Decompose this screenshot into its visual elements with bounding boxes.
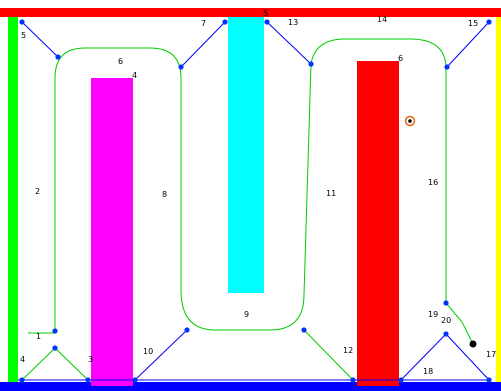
graph-node	[52, 345, 58, 351]
target-circle-icon	[404, 115, 416, 127]
graph-node	[443, 331, 449, 337]
graph-node	[85, 377, 91, 383]
obstacle-red	[357, 61, 399, 386]
region-label-16: 16	[428, 178, 438, 187]
graph-node	[55, 54, 61, 60]
region-label-10: 10	[143, 347, 153, 356]
region-label-20: 20	[441, 316, 451, 325]
obstacle-label-magenta: 4	[132, 71, 137, 80]
graph-edge	[445, 333, 490, 381]
path-loop-left	[54, 47, 312, 331]
graph-edge	[180, 21, 226, 68]
graph-edge	[446, 21, 490, 68]
right-wall	[496, 17, 501, 382]
planned-path	[21, 38, 474, 381]
graph-node	[486, 377, 492, 383]
region-label-9: 9	[244, 310, 249, 319]
top-wall	[0, 8, 501, 17]
obstacle-label-red: 6	[398, 54, 403, 63]
region-label-11: 11	[326, 189, 336, 198]
bottom-wall	[0, 382, 501, 391]
graph-edge	[400, 333, 447, 381]
graph-edge	[134, 329, 188, 381]
graph-node	[222, 19, 228, 25]
region-label-7: 7	[201, 19, 206, 28]
region-label-19: 19	[428, 310, 438, 319]
graph-edges	[18, 21, 490, 381]
region-label-14: 14	[377, 15, 387, 24]
region-label-4: 4	[20, 355, 25, 364]
region-label-18: 18	[423, 367, 433, 376]
graph-edge	[21, 21, 59, 58]
obstacle-cyan	[228, 17, 264, 293]
graph-node	[132, 377, 138, 383]
graph-edge	[266, 21, 312, 65]
graph-node	[301, 327, 307, 333]
path-bottom-mid	[303, 329, 354, 381]
robot-dot-icon	[469, 340, 477, 348]
obstacle-label-cyan: 5	[263, 9, 268, 18]
graph-node	[178, 64, 184, 70]
region-label-5: 5	[21, 31, 26, 40]
graph-node	[398, 377, 404, 383]
graph-node	[19, 377, 25, 383]
graph-node	[264, 19, 270, 25]
region-label-8: 8	[162, 190, 167, 199]
path-left-fork	[21, 347, 89, 381]
graph-node	[308, 61, 314, 67]
left-wall	[8, 17, 18, 382]
graph-node	[443, 300, 449, 306]
region-label-2: 2	[35, 187, 40, 196]
region-label-13: 13	[288, 18, 298, 27]
graph-nodes	[19, 19, 492, 383]
graph-node	[19, 19, 25, 25]
region-label-1: 1	[36, 332, 41, 341]
region-label-17: 17	[486, 350, 496, 359]
obstacle-magenta	[91, 78, 133, 386]
region-label-6: 6	[118, 57, 123, 66]
region-label-12: 12	[343, 346, 353, 355]
path-right-tail	[445, 302, 474, 345]
graph-node	[350, 377, 356, 383]
region-label-3: 3	[88, 355, 93, 364]
graph-node	[52, 328, 58, 334]
region-label-15: 15	[468, 19, 478, 28]
graph-node	[486, 19, 492, 25]
graph-node	[444, 64, 450, 70]
path-loop-right	[310, 38, 447, 303]
graph-node	[184, 327, 190, 333]
